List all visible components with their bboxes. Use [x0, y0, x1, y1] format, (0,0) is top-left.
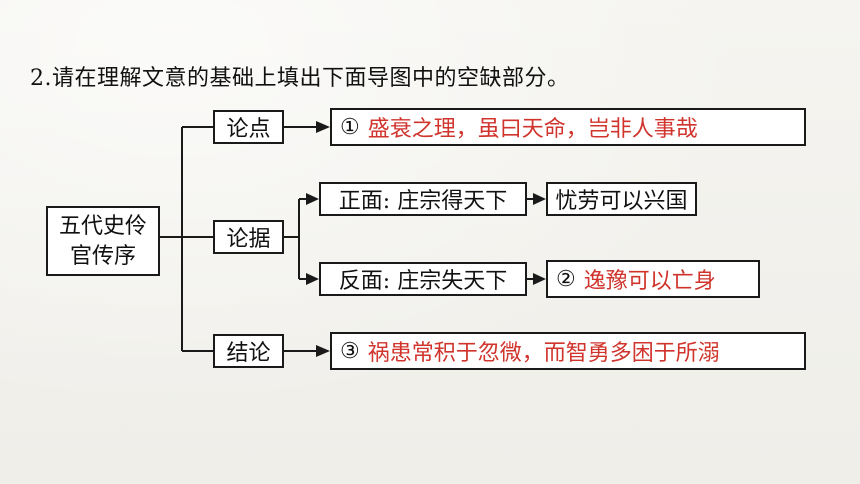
root-line-2: 官传序 — [69, 244, 136, 269]
node-conclusion: 结论 — [213, 334, 284, 368]
node-evidence-label: 论据 — [226, 227, 271, 252]
answer-box-2: ② 逸豫可以亡身 — [546, 260, 760, 298]
node-negative-label: 反面: 庄宗失天下 — [338, 269, 508, 294]
node-argument-label: 论点 — [226, 117, 271, 142]
answer-number-2: ② — [556, 266, 576, 292]
node-argument: 论点 — [213, 110, 284, 144]
answer-box-1: ① 盛衰之理，虽曰天命，岂非人事哉 — [330, 108, 806, 146]
root-node: 五代史伶 官传序 — [46, 206, 160, 276]
node-positive-label: 正面: 庄宗得天下 — [338, 189, 508, 214]
answer-text-1: 盛衰之理，虽曰天命，岂非人事哉 — [367, 117, 698, 142]
root-line-1: 五代史伶 — [58, 214, 147, 239]
answer-box-3: ③ 祸患常积于忽微，而智勇多困于所溺 — [330, 332, 806, 370]
node-conclusion-label: 结论 — [226, 341, 271, 366]
answer-text-2: 逸豫可以亡身 — [583, 269, 716, 294]
node-positive: 正面: 庄宗得天下 — [319, 182, 527, 216]
node-evidence: 论据 — [213, 220, 284, 254]
node-negative: 反面: 庄宗失天下 — [319, 262, 527, 296]
answer-number-3: ③ — [340, 338, 360, 364]
node-positive-result-text: 忧劳可以兴国 — [555, 189, 688, 214]
node-positive-result: 忧劳可以兴国 — [546, 182, 697, 216]
answer-text-3: 祸患常积于忽微，而智勇多困于所溺 — [367, 341, 720, 366]
question-text: 2.请在理解文意的基础上填出下面导图中的空缺部分。 — [30, 66, 570, 91]
answer-number-1: ① — [340, 114, 360, 140]
